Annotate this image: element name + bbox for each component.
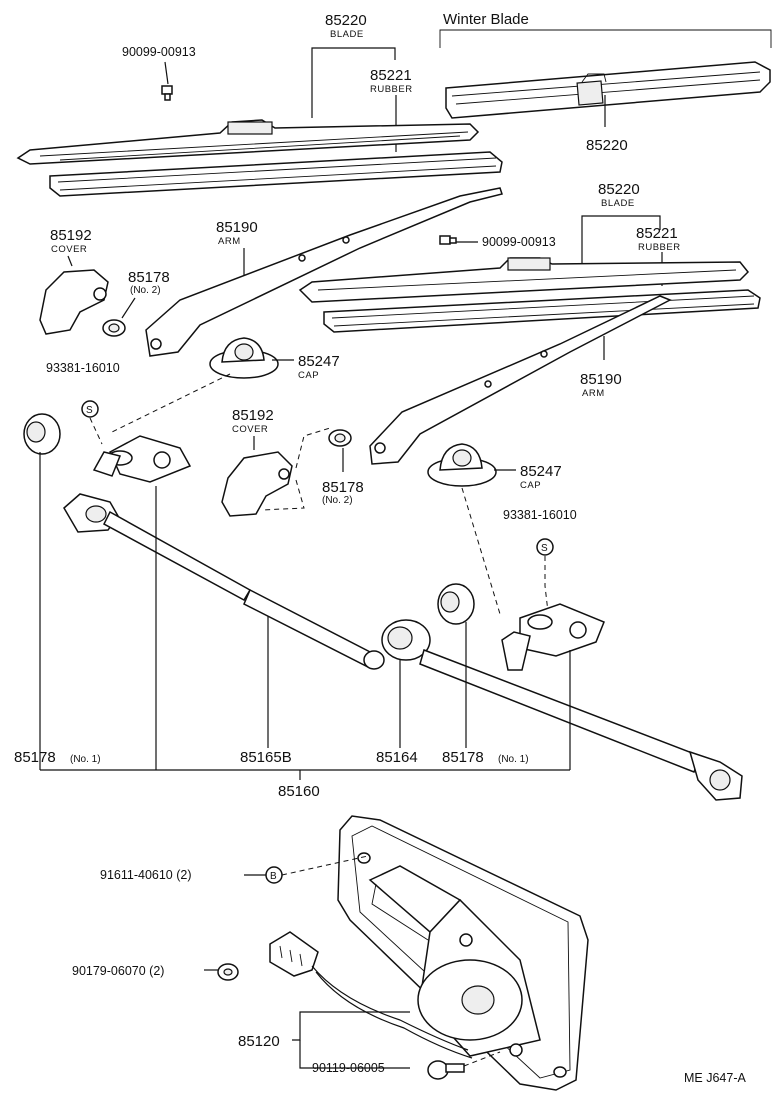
top-rubber-part bbox=[49, 151, 503, 197]
cap-right-number: 85247 bbox=[520, 463, 562, 480]
cap-right-part bbox=[427, 443, 497, 487]
wire-harness bbox=[311, 965, 469, 1051]
cover-mid-number: 85192 bbox=[232, 407, 274, 424]
arm-left-part bbox=[145, 187, 503, 357]
blade-mid-sub: BLADE bbox=[601, 198, 635, 209]
pivot-right-s-text: S bbox=[541, 543, 548, 554]
bolt-b-text: B bbox=[270, 871, 277, 882]
cover-mid-part bbox=[221, 451, 293, 517]
nut-mid-icon bbox=[328, 429, 352, 447]
nut-left-number: 85178 bbox=[128, 269, 170, 286]
motor-assembly bbox=[337, 815, 589, 1091]
bolt-mid-icon bbox=[439, 235, 457, 245]
blade-top-number: 85220 bbox=[325, 12, 367, 29]
winter-blade-group: Winter Blade 85220 bbox=[439, 11, 772, 154]
left-arm-group: 85192 COVER 85190 ARM 85178 (No. 2) bbox=[39, 187, 503, 357]
bushing-left-icon bbox=[23, 413, 61, 455]
rubber-mid-number: 85221 bbox=[636, 225, 678, 242]
rubber-mid-sub: RUBBER bbox=[638, 242, 681, 253]
rubber-top-number: 85221 bbox=[370, 67, 412, 84]
right-arm-group: 85190 ARM bbox=[369, 295, 672, 465]
cap-left-sub: CAP bbox=[298, 370, 319, 381]
arm-right-part bbox=[369, 295, 672, 465]
pivot-left-s-mark bbox=[81, 400, 99, 418]
nut-90179-icon bbox=[217, 963, 239, 981]
bolt-mid-label: 90099-00913 bbox=[482, 235, 556, 249]
mid-blade-part bbox=[298, 257, 750, 303]
left-pivot-group: 93381-16010 S bbox=[46, 361, 192, 483]
cap-right-sub: CAP bbox=[520, 480, 541, 491]
bolt-top-label: 90099-00913 bbox=[122, 45, 196, 59]
pivot-left-part bbox=[92, 435, 192, 483]
cover-left-part bbox=[39, 269, 109, 335]
nut-90179-label: 90179-06070 (2) bbox=[72, 964, 164, 978]
footer-code: ME J647-A bbox=[684, 1071, 746, 1085]
cover-mid-sub: COVER bbox=[232, 424, 268, 435]
winter-blade-label: Winter Blade bbox=[443, 11, 529, 28]
nut-left-icon bbox=[102, 319, 126, 337]
arm-right-number: 85190 bbox=[580, 371, 622, 388]
arm-left-sub: ARM bbox=[218, 236, 241, 247]
rod-number: 85165B bbox=[240, 749, 292, 766]
winter-blade-part bbox=[445, 61, 771, 119]
bushing-right-icon bbox=[437, 583, 475, 625]
mid-blade-group: 85220 BLADE 90099-00913 85221 RUBBER bbox=[298, 181, 761, 333]
rubber-top-sub: RUBBER bbox=[370, 84, 413, 95]
pivot-left-s-text: S bbox=[86, 405, 93, 416]
screw-90119-icon bbox=[427, 1060, 465, 1080]
arm-right-sub: ARM bbox=[582, 388, 605, 399]
cover-left-sub: COVER bbox=[51, 244, 87, 255]
motor-number: 85120 bbox=[238, 1033, 280, 1050]
top-blade-part bbox=[16, 119, 480, 165]
bush-left-number: 85178 bbox=[14, 749, 56, 766]
pivot-left-label: 93381-16010 bbox=[46, 361, 120, 375]
link-number: 85164 bbox=[376, 749, 418, 766]
blade-top-sub: BLADE bbox=[330, 29, 364, 40]
connector-icon bbox=[269, 931, 319, 977]
cover-left-number: 85192 bbox=[50, 227, 92, 244]
cap-left-part bbox=[209, 337, 279, 379]
top-blade-group: 85220 BLADE 90099-00913 85221 RUBBER bbox=[16, 12, 503, 197]
nut-left-sub: (No. 2) bbox=[130, 285, 161, 296]
linkage-rods bbox=[63, 493, 743, 801]
nut-mid-sub: (No. 2) bbox=[322, 495, 353, 506]
pivot-right-part bbox=[501, 603, 605, 671]
blade-mid-number: 85220 bbox=[598, 181, 640, 198]
pivot-right-s-mark bbox=[536, 538, 554, 556]
nut-mid-number: 85178 bbox=[322, 479, 364, 496]
left-cap-group: 85247 CAP bbox=[111, 337, 340, 433]
cap-left-number: 85247 bbox=[298, 353, 340, 370]
bush-left-sub: (No. 1) bbox=[70, 754, 101, 765]
assy-number: 85160 bbox=[278, 783, 320, 800]
arm-left-number: 85190 bbox=[216, 219, 258, 236]
bush-right-number: 85178 bbox=[442, 749, 484, 766]
pivot-right-label: 93381-16010 bbox=[503, 508, 577, 522]
bolt-b-label: 91611-40610 (2) bbox=[100, 868, 192, 882]
bush-right-sub: (No. 1) bbox=[498, 754, 529, 765]
assembly-leaders bbox=[39, 452, 571, 780]
winter-blade-number: 85220 bbox=[586, 137, 628, 154]
right-cap-group: 85247 CAP 93381-16010 S bbox=[427, 443, 605, 671]
screw-90119-label: 90119-06005 bbox=[312, 1061, 385, 1075]
mid-cover-group: 85192 COVER 85178 (No. 2) bbox=[221, 407, 364, 517]
bolt-top-icon bbox=[161, 85, 173, 101]
